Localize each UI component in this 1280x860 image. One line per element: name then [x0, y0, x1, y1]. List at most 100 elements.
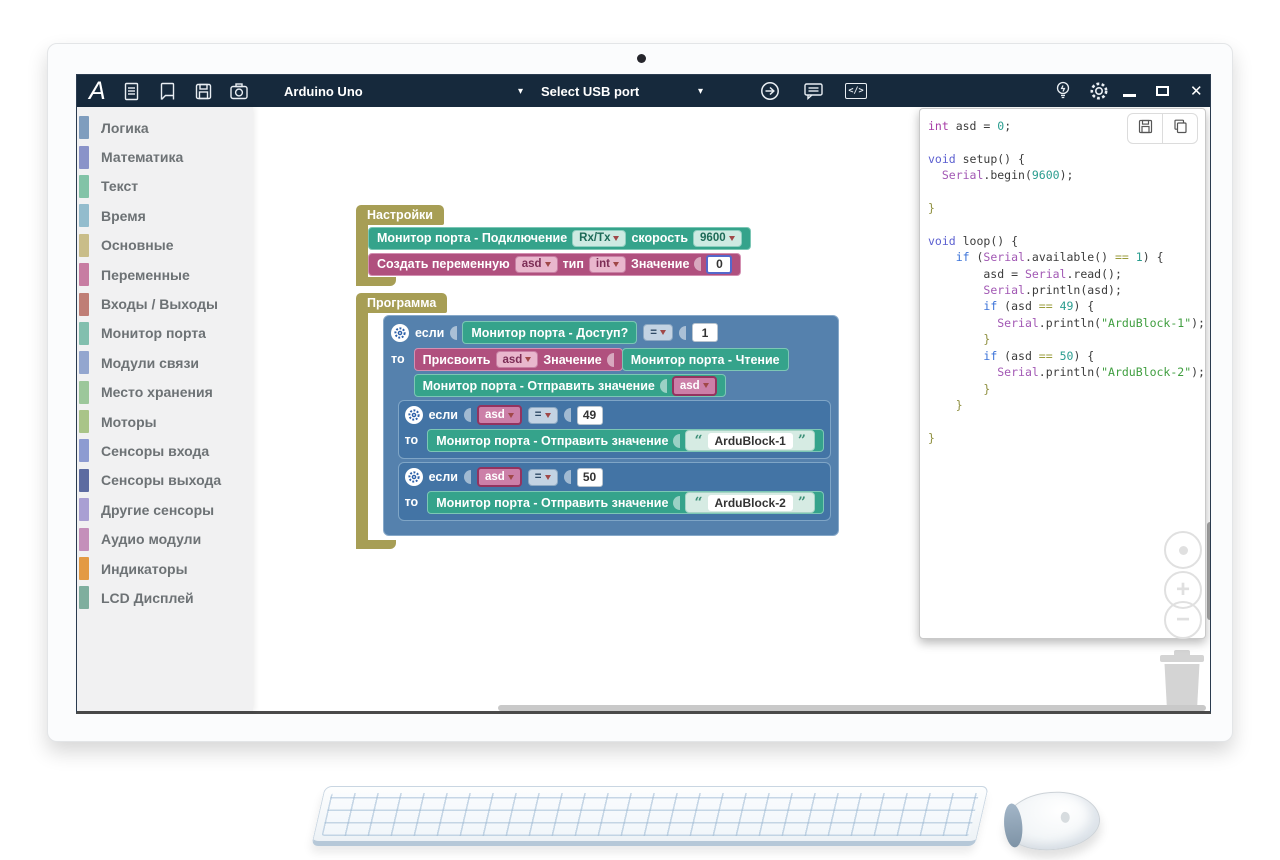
string-value[interactable]: ArduBlock-1 [707, 432, 793, 449]
sidebar-item-label: Сенсоры входа [101, 442, 210, 459]
program-hat-block[interactable]: Программа [356, 293, 448, 313]
send-var-chip[interactable]: asd [671, 375, 717, 396]
category-color-bar [79, 351, 89, 375]
serial-send-var-block[interactable]: Монитор порта - Отправить значение asd [413, 374, 726, 397]
var-name-dropdown-chip[interactable]: asd [514, 255, 558, 273]
category-color-bar [79, 116, 89, 140]
compare-op-chip[interactable]: = [527, 406, 558, 424]
sidebar-item-label: Логика [101, 119, 149, 136]
compare-value[interactable]: 49 [576, 405, 603, 425]
if-block-49[interactable]: если asd = 49 [397, 400, 831, 459]
create-variable-block[interactable]: Создать переменную asd тип int Значение … [368, 252, 742, 276]
sidebar-item[interactable]: Место хранения [77, 378, 253, 407]
close-button[interactable]: ✕ [1190, 75, 1203, 107]
compare-value[interactable]: 1 [691, 323, 718, 342]
serial-available-block[interactable]: Монитор порта - Доступ? [462, 321, 638, 344]
assign-block[interactable]: Присвоить asd Значение [413, 348, 623, 371]
assign-var-chip[interactable]: asd [495, 351, 539, 368]
sidebar-item[interactable]: Логика [77, 113, 253, 142]
zoom-reset-button[interactable] [1164, 531, 1202, 569]
settings-cluster: Монитор порта - Подключение Rx/Tx скорос… [356, 225, 751, 286]
code-line: } [955, 397, 963, 412]
compare-value[interactable]: 50 [576, 467, 603, 487]
sidebar-item[interactable]: Моторы [77, 407, 253, 436]
sidebar-item[interactable]: Индикаторы [77, 554, 253, 583]
compare-op-chip[interactable]: = [527, 468, 558, 486]
board-select[interactable]: Arduino Uno [284, 75, 363, 107]
serial-monitor-button[interactable] [802, 75, 825, 107]
code-panel-buttons [1127, 113, 1198, 144]
block-program: Настройки Монитор порта - Подключение Rx… [356, 205, 839, 549]
sidebar-item[interactable]: Входы / Выходы [77, 289, 253, 318]
var-type-dropdown-chip[interactable]: int [588, 255, 626, 273]
code-line: void loop() { [928, 233, 1019, 248]
hint-button[interactable] [1053, 75, 1073, 107]
if-block-main[interactable]: если Монитор порта - Доступ? = 1 то [383, 315, 839, 536]
chevron-down-icon [728, 235, 735, 241]
string-chip[interactable]: “ ArduBlock-2 ” [685, 492, 815, 513]
port-select-arrow-icon[interactable]: ▾ [698, 85, 704, 97]
save-button[interactable] [193, 75, 214, 107]
if-gear-icon[interactable] [391, 323, 409, 342]
trash-icon[interactable] [1158, 650, 1206, 706]
minimize-button[interactable] [1123, 75, 1136, 107]
sidebar-item[interactable]: Модули связи [77, 348, 253, 377]
settings-hat-block[interactable]: Настройки [356, 205, 444, 225]
sidebar-item[interactable]: Математика [77, 142, 253, 171]
sidebar-item[interactable]: Текст [77, 172, 253, 201]
if-gear-icon[interactable] [404, 406, 423, 424]
mode-dropdown-chip[interactable]: Rx/Tx [572, 229, 627, 247]
workspace-canvas[interactable]: Настройки Монитор порта - Подключение Rx… [253, 107, 1210, 711]
code-icon: </> [845, 83, 867, 99]
string-value[interactable]: ArduBlock-2 [707, 494, 793, 511]
baud-dropdown-chip[interactable]: 9600 [693, 229, 742, 247]
open-file-button[interactable] [157, 75, 178, 107]
if49-var-chip[interactable]: asd [476, 405, 522, 425]
sidebar-item[interactable]: Переменные [77, 260, 253, 289]
sidebar-item[interactable]: Основные [77, 231, 253, 260]
upload-button[interactable] [759, 75, 781, 107]
sidebar-item[interactable]: Сенсоры выхода [77, 466, 253, 495]
sidebar-item[interactable]: LCD Дисплей [77, 583, 253, 612]
sidebar-item[interactable]: Время [77, 201, 253, 230]
sidebar-item[interactable]: Монитор порта [77, 319, 253, 348]
sidebar-item[interactable]: Аудио модули [77, 524, 253, 553]
minimize-icon [1123, 94, 1136, 97]
category-color-bar [79, 527, 89, 551]
code-view-button[interactable]: </> [845, 75, 867, 107]
string-chip[interactable]: “ ArduBlock-1 ” [685, 430, 815, 451]
var-init-value[interactable]: 0 [706, 254, 733, 274]
if-block-50[interactable]: если asd = 50 [397, 462, 831, 521]
category-color-bar [79, 380, 89, 404]
code-line [928, 184, 1197, 200]
serial-read-block[interactable]: Монитор порта - Чтение [621, 348, 789, 371]
if50-var-chip[interactable]: asd [476, 467, 522, 487]
save-code-icon [1137, 118, 1154, 140]
category-color-bar [79, 498, 89, 522]
lightbulb-icon [1053, 80, 1073, 102]
value-socket [673, 433, 681, 448]
serial-send-string-block[interactable]: Монитор порта - Отправить значение “ Ard… [427, 491, 824, 514]
vertical-scrollbar[interactable] [1207, 522, 1210, 620]
save-code-button[interactable] [1128, 114, 1162, 143]
settings-button[interactable] [1088, 75, 1110, 107]
compare-op-chip[interactable]: = [643, 324, 673, 341]
copy-code-button[interactable] [1162, 114, 1197, 143]
sidebar-item-label: Основные [101, 237, 174, 254]
horizontal-scrollbar[interactable] [498, 705, 1206, 711]
app-logo: A [89, 77, 106, 105]
port-select[interactable]: Select USB port [541, 75, 639, 107]
chevron-down-icon [507, 412, 514, 418]
sidebar-item[interactable]: Другие сенсоры [77, 495, 253, 524]
serial-send-string-block[interactable]: Монитор порта - Отправить значение “ Ard… [427, 429, 824, 452]
new-file-button[interactable] [121, 75, 142, 107]
category-color-bar [79, 233, 89, 257]
serial-connect-block[interactable]: Монитор порта - Подключение Rx/Tx скорос… [368, 226, 751, 250]
screenshot-button[interactable] [228, 75, 250, 107]
if-gear-icon[interactable] [404, 468, 423, 486]
board-select-arrow-icon[interactable]: ▾ [518, 85, 524, 97]
sidebar-item[interactable]: Сенсоры входа [77, 436, 253, 465]
zoom-out-button[interactable]: − [1164, 601, 1202, 639]
maximize-button[interactable] [1156, 75, 1169, 107]
